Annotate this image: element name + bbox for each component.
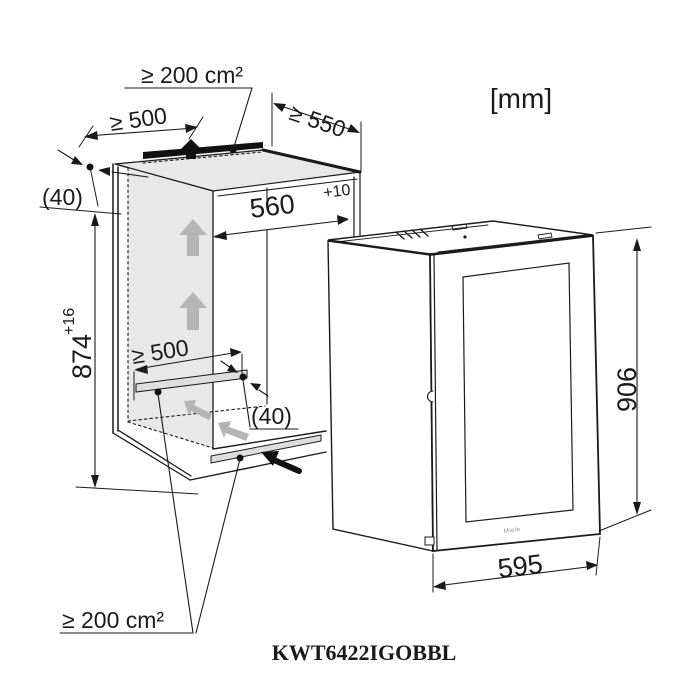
niche-left-bottom-edge — [112, 429, 192, 481]
appliance-height-label: 906 — [612, 367, 642, 412]
niche-top-right-edge — [261, 148, 362, 174]
door-hinge-detail — [424, 536, 435, 546]
dimensions: ≥ 200 cm² ≥ 500 ≥ 550 560 +10 — [39, 62, 652, 634]
niche-top-left-edge — [114, 163, 214, 192]
appliance-drawing: Miele — [327, 220, 601, 552]
rear-vent-strip — [135, 369, 248, 393]
niche-height-label: 874 — [67, 334, 97, 379]
niche-height-tolerance: +16 — [61, 308, 78, 335]
top-vent-dotted-line — [142, 151, 263, 164]
dimension-top-gap: (40) — [42, 149, 149, 210]
niche-width-tolerance: +10 — [322, 182, 351, 202]
dimension-niche-width: 560 +10 — [213, 172, 361, 240]
top-gap-label: (40) — [42, 184, 83, 210]
callout-top-vent-area: ≥ 200 cm² — [124, 62, 253, 151]
appliance-top-vent-detail — [451, 223, 553, 240]
appliance-top-grille — [395, 228, 429, 240]
rear-vent-callout-dot-left — [154, 388, 162, 396]
appliance-door-edge-line — [433, 254, 438, 551]
appliance-side-panel — [327, 240, 434, 552]
niche-top-front-edge-inner — [217, 178, 358, 197]
airflow-up-arrow — [179, 219, 207, 256]
dimension-niche-height: 874 +16 — [39, 206, 199, 495]
brand-logo: Miele — [504, 527, 522, 535]
airflow-arrows — [179, 219, 249, 441]
top-vent-area-label: ≥ 200 cm² — [141, 62, 243, 88]
appliance-top — [327, 220, 594, 255]
bottom-vent-area-label: ≥ 200 cm² — [62, 607, 164, 633]
model-label: KWT6422IGOBBL — [272, 640, 457, 665]
unit-label: [mm] — [490, 83, 552, 114]
airflow-up-arrow — [179, 292, 207, 330]
rear-vent-callout-dot-right — [239, 373, 247, 381]
plinth-vent-callout-dot — [236, 454, 244, 462]
air-outlet-arrow — [179, 139, 203, 159]
appliance-width-label: 595 — [496, 549, 544, 584]
dimension-rear-gap: (40) — [220, 360, 299, 430]
plinth-vent-slot — [210, 434, 322, 464]
rear-gap-label: (40) — [251, 403, 292, 429]
niche-depth-label: ≥ 550 — [286, 99, 349, 142]
niche-floor-left-hidden-edge — [127, 421, 214, 449]
top-vent-strip — [143, 142, 263, 159]
niche-drawing — [112, 139, 362, 481]
niche-left-outer-edge — [112, 163, 119, 434]
plinth-vent — [189, 434, 327, 481]
airflow-diagonal-arrow — [218, 421, 249, 441]
callout-bottom-vent-area: ≥ 200 cm² — [59, 393, 241, 634]
appliance-top-dot — [463, 235, 467, 239]
plinth-bottom-edge — [189, 451, 327, 481]
dimension-top-vent-width: ≥ 500 — [78, 102, 204, 148]
dimension-appliance-height: 906 — [595, 226, 652, 532]
air-inlet-arrow — [271, 457, 302, 474]
dimension-appliance-width: 595 — [432, 536, 601, 593]
door-glass — [462, 262, 574, 523]
door-handle-notch — [427, 390, 434, 403]
niche-floor-front-edge — [212, 430, 327, 450]
appliance-top-frame-line — [335, 224, 587, 253]
airflow-diagonal-arrow — [184, 400, 212, 420]
niche-width-label: 560 — [248, 189, 296, 224]
air-inlet-arrowhead — [261, 451, 279, 466]
